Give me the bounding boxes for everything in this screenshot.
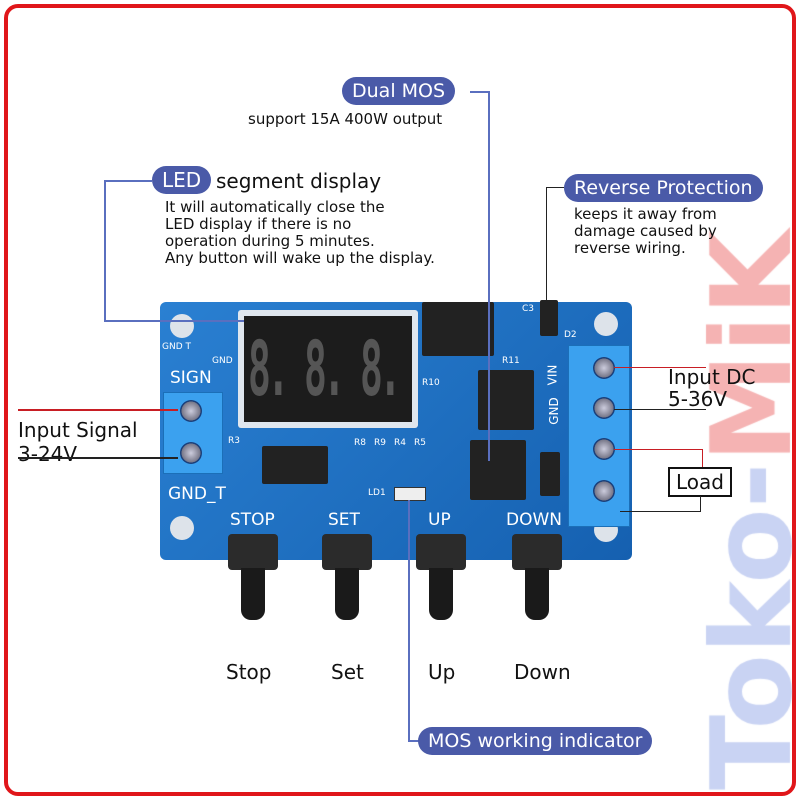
screw xyxy=(593,438,615,460)
silk-gnd: GND xyxy=(212,356,233,366)
leader-line xyxy=(546,187,564,188)
silk-vin: VIN xyxy=(545,364,560,386)
leader-line xyxy=(104,180,106,322)
load-line xyxy=(614,449,703,450)
screw xyxy=(593,480,615,502)
silk-gnd-t-label: GND_T xyxy=(168,484,226,504)
silk-stop: STOP xyxy=(230,510,275,530)
button-base xyxy=(512,534,562,570)
silk-ld1: LD1 xyxy=(368,488,386,498)
silk-sign: SIGN xyxy=(170,368,212,388)
silk-r4: R4 xyxy=(394,438,406,448)
button-stem xyxy=(335,568,359,620)
digit-slot: 8. xyxy=(360,324,408,414)
mosfet xyxy=(470,440,526,500)
set-label: Set xyxy=(331,660,364,684)
button-base xyxy=(416,534,466,570)
silk-r9: R9 xyxy=(374,438,386,448)
watermark xyxy=(690,0,800,800)
mount-hole xyxy=(594,312,618,336)
led-desc: It will automatically close the LED disp… xyxy=(165,198,435,267)
reverse-protection-pill: Reverse Protection xyxy=(564,174,763,202)
leader-line xyxy=(470,91,490,93)
led-title: segment display xyxy=(216,169,382,193)
load-line xyxy=(700,496,701,512)
vin-line xyxy=(614,367,706,368)
digit-slot: 8. xyxy=(248,324,296,414)
screw xyxy=(593,397,615,419)
digit: 8. xyxy=(248,324,290,413)
led-ld1 xyxy=(394,487,426,501)
input-signal-label: Input Signal 3-24V xyxy=(18,418,138,466)
silk-r10: R10 xyxy=(422,378,440,388)
diode-d2 xyxy=(540,300,558,336)
silk-down: DOWN xyxy=(506,510,562,530)
leader-line xyxy=(408,500,410,742)
digit-slot: 8. xyxy=(304,324,352,414)
load-line xyxy=(702,449,703,467)
leader-line xyxy=(104,320,244,322)
button-stem xyxy=(525,568,549,620)
button-stem xyxy=(429,568,453,620)
leader-line xyxy=(104,180,152,182)
screw xyxy=(180,442,202,464)
button-stem xyxy=(241,568,265,620)
mosfet xyxy=(478,370,534,430)
mos-indicator-pill: MOS working indicator xyxy=(418,727,653,755)
silk-r8: R8 xyxy=(354,438,366,448)
signal-wire-line xyxy=(18,409,178,411)
mount-hole xyxy=(170,314,194,338)
input-dc-label: Input DC 5-36V xyxy=(668,365,756,411)
silk-r11: R11 xyxy=(502,356,520,366)
silk-set: SET xyxy=(328,510,360,530)
mount-hole xyxy=(170,516,194,540)
load-label: Load xyxy=(668,467,732,497)
led-display: 8. 8. 8. xyxy=(238,310,418,428)
screw xyxy=(180,400,202,422)
button-base xyxy=(228,534,278,570)
digit: 8. xyxy=(304,324,346,413)
screw xyxy=(593,357,615,379)
regulator-chip xyxy=(422,302,494,356)
led-pill: LED xyxy=(152,166,212,194)
reverse-desc: keeps it away from damage caused by reve… xyxy=(574,205,717,257)
gnd-line xyxy=(614,409,706,410)
leader-line xyxy=(488,91,490,461)
diode xyxy=(540,452,560,496)
silk-r3: R3 xyxy=(228,436,240,446)
dual-mos-pill: Dual MOS xyxy=(342,77,456,105)
silk-r5: R5 xyxy=(414,438,426,448)
silk-d2: D2 xyxy=(564,330,577,340)
silk-up: UP xyxy=(428,510,451,530)
stop-label: Stop xyxy=(226,660,272,684)
up-label: Up xyxy=(428,660,456,684)
silk-gnd2: GND xyxy=(546,397,561,425)
down-label: Down xyxy=(514,660,571,684)
optocoupler xyxy=(262,446,328,484)
leader-line xyxy=(408,740,420,742)
signal-gnd-line xyxy=(18,457,178,459)
silk-c3: C3 xyxy=(522,304,535,314)
button-base xyxy=(322,534,372,570)
dual-mos-desc: support 15A 400W output xyxy=(248,110,443,128)
digit: 8. xyxy=(360,324,402,413)
silk-gnd-t: GND T xyxy=(162,342,191,352)
leader-line xyxy=(546,187,547,302)
load-line xyxy=(620,511,701,512)
